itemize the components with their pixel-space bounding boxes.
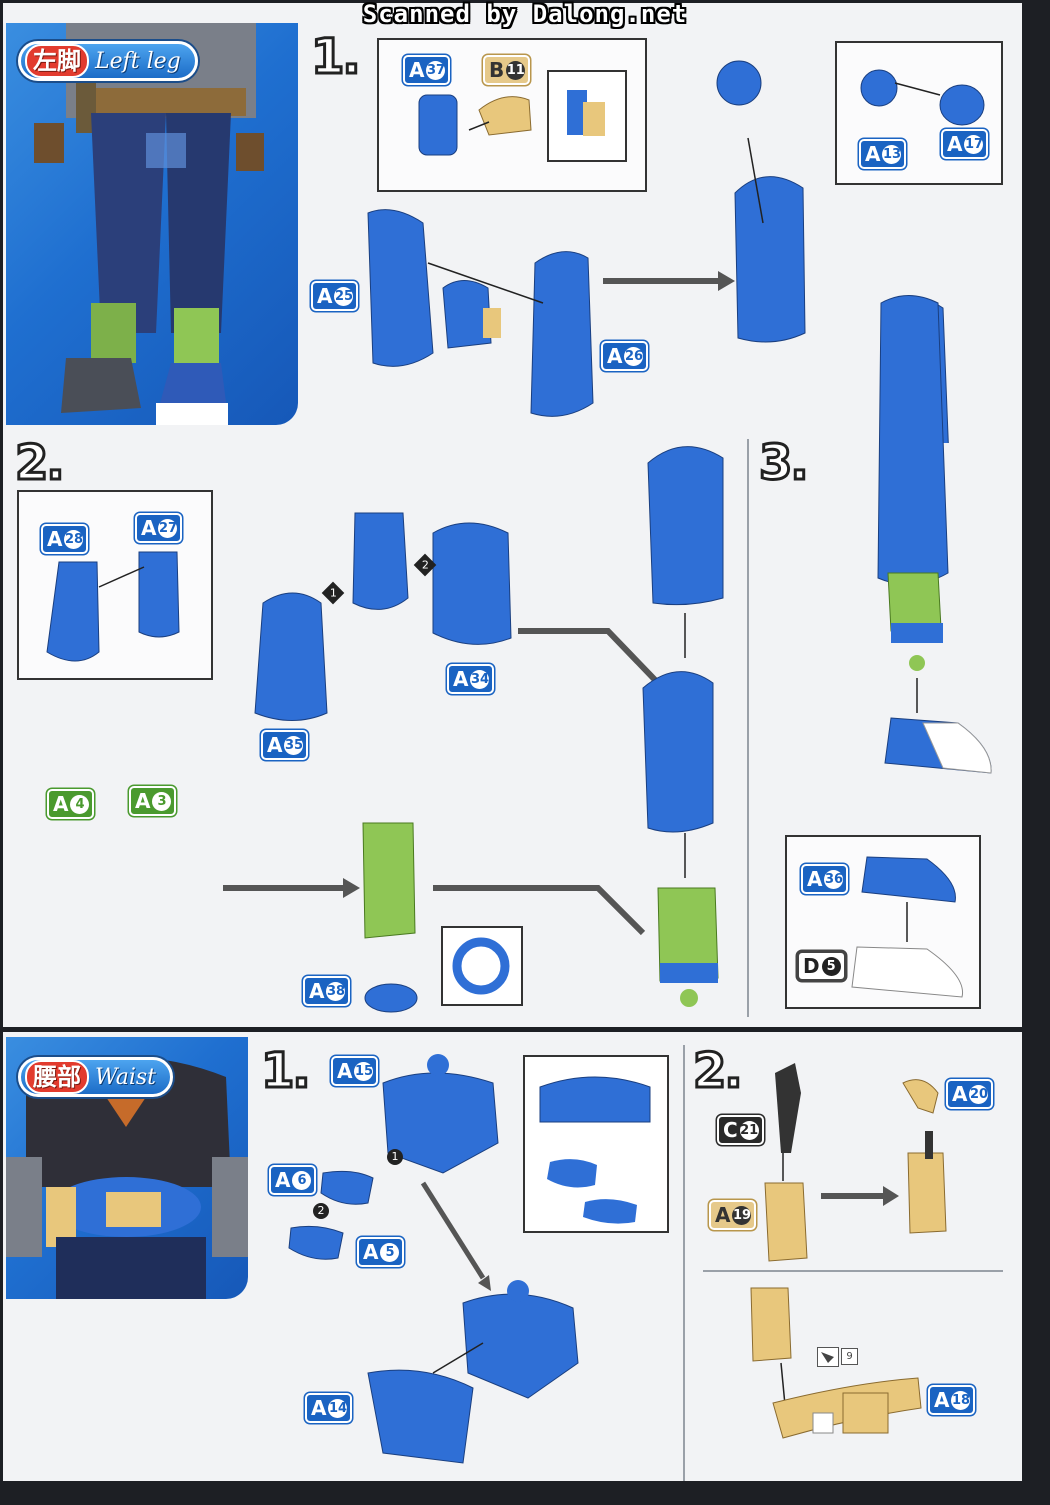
left-leg-step-2: 2.	[14, 434, 67, 493]
left-leg-step-1: 1.	[310, 28, 363, 87]
sticker-icon	[817, 1347, 839, 1367]
left-leg-photo	[6, 23, 298, 425]
waist-order-mark-1: 1	[387, 1149, 403, 1165]
left-leg-assembled	[877, 295, 992, 774]
waist-step-2: 2.	[692, 1042, 745, 1101]
callout-inset-detail	[547, 70, 627, 162]
callout-a36-d5	[785, 835, 981, 1009]
left-leg-step-3: 3.	[758, 434, 811, 493]
waist-step-1: 1.	[260, 1042, 313, 1101]
section-divider	[3, 1027, 1022, 1032]
sticker-number: 9	[841, 1348, 858, 1365]
callout-a28-a27	[17, 490, 213, 680]
waist-section-badge: 腰部 Waist	[18, 1057, 173, 1097]
waist-step2-parts	[703, 1063, 1003, 1439]
left-leg-title-en: Left leg	[95, 48, 181, 74]
ring-detail-inset	[441, 926, 523, 1006]
left-leg-title-jp: 左脚	[25, 44, 89, 78]
left-leg-figure-illustration	[34, 23, 264, 425]
waist-vertical-divider	[683, 1045, 685, 1481]
waist-title-jp: 腰部	[25, 1060, 89, 1094]
left-leg-step2-parts	[223, 446, 724, 1013]
scanner-watermark: Scanned by Dalong.net	[362, 0, 688, 28]
waist-detail-inset	[523, 1055, 669, 1233]
waist-step1-parts	[288, 1054, 579, 1464]
waist-order-mark-2: 2	[313, 1203, 329, 1219]
left-leg-section-badge: 左脚 Left leg	[18, 41, 198, 81]
waist-title-en: Waist	[95, 1064, 156, 1090]
step3-vertical-divider	[747, 439, 749, 1017]
